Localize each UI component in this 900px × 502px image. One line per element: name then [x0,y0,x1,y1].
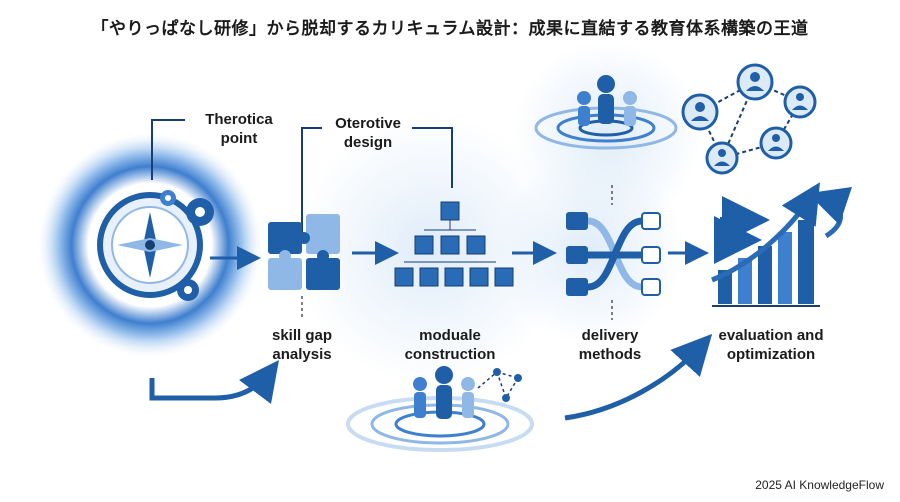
compass-icon [38,133,262,357]
network-icon [681,63,817,175]
growth-chart-icon [711,182,853,307]
footer-credit: 2025 AI KnowledgeFlow [755,478,884,492]
callout-line [301,127,322,235]
callout-iterative-design: Oterotive design [335,115,401,151]
puzzle-icon [268,214,340,290]
feedback-arrow [149,360,280,405]
callout-line [151,119,185,180]
team-people-icon [534,75,678,150]
page-title: 「やりっぱなし研修」から脱却するカリキュラム設計：成果に直結する教育体系構築の王… [91,19,809,39]
callout-theoretical-point: Therotica point [205,111,273,147]
stage-label-delivery-methods: delivery methods [578,327,642,363]
module-hierarchy-icon [394,201,514,287]
stage-label-module-construction: moduale construction [404,327,496,363]
gear-icon [160,190,214,301]
delivery-flow-icon [566,212,661,296]
stage-label-skill-gap-analysis: skill gap analysis [271,327,333,363]
callout-line [412,127,453,188]
stage-label-evaluation-optimization: evaluation and optimization [718,327,824,363]
feedback-arrow [564,333,713,421]
learners-group-icon [346,366,534,452]
